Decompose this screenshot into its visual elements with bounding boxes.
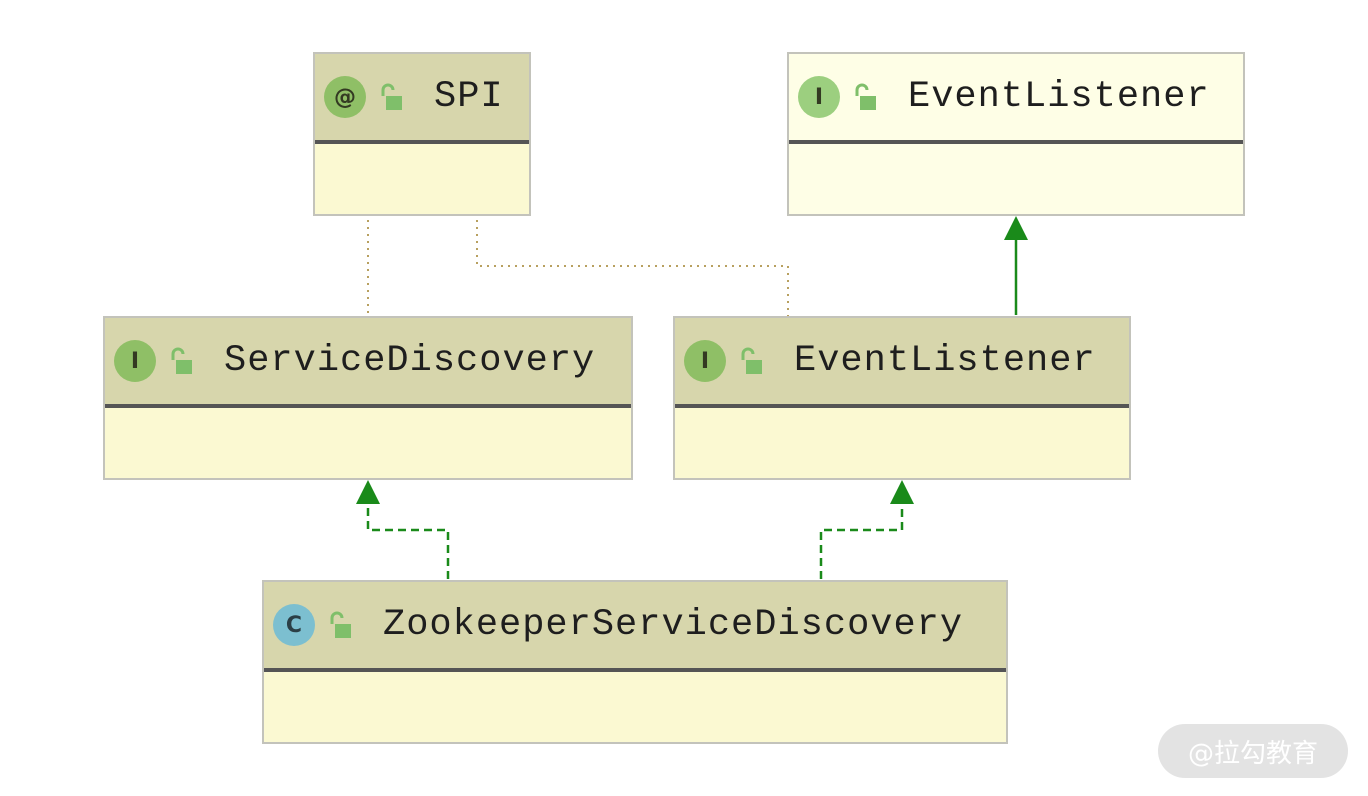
node-name: ServiceDiscovery: [224, 340, 596, 382]
node-name: EventListener: [794, 340, 1096, 382]
interface-icon: I: [114, 340, 156, 382]
class-icon: C: [273, 604, 315, 646]
node-service-discovery-header: I ServiceDiscovery: [105, 318, 631, 408]
node-name: ZookeeperServiceDiscovery: [383, 604, 964, 646]
node-service-discovery[interactable]: I ServiceDiscovery: [103, 316, 633, 480]
watermark: @拉勾教育: [1158, 724, 1348, 778]
interface-icon: I: [798, 76, 840, 118]
extends-arrowhead: [1004, 216, 1028, 240]
node-service-discovery-body: [105, 408, 631, 478]
unlocked-icon: [330, 611, 351, 638]
node-event-listener-top[interactable]: I EventListener: [787, 52, 1245, 216]
node-spi[interactable]: @ SPI: [313, 52, 531, 216]
implements-edge-service-discovery: [366, 502, 450, 579]
node-zookeeper-service-discovery-header: C ZookeeperServiceDiscovery: [264, 582, 1006, 672]
node-zookeeper-service-discovery[interactable]: C ZookeeperServiceDiscovery: [262, 580, 1008, 744]
node-event-listener-top-body: [789, 144, 1243, 214]
node-spi-body: [315, 144, 529, 214]
node-event-listener-body: [675, 408, 1129, 478]
node-name: SPI: [434, 76, 504, 118]
node-spi-header: @ SPI: [315, 54, 529, 144]
implements-arrowhead-service-discovery: [356, 480, 380, 504]
node-event-listener-header: I EventListener: [675, 318, 1129, 408]
node-zookeeper-service-discovery-body: [264, 672, 1006, 742]
unlocked-icon: [741, 347, 762, 374]
interface-icon: I: [684, 340, 726, 382]
node-name: EventListener: [908, 76, 1210, 118]
annotation-icon: @: [324, 76, 366, 118]
implements-edge-event-listener: [819, 502, 904, 579]
unlocked-icon: [855, 83, 876, 110]
node-event-listener-top-header: I EventListener: [789, 54, 1243, 144]
node-event-listener[interactable]: I EventListener: [673, 316, 1131, 480]
unlocked-icon: [381, 83, 402, 110]
unlocked-icon: [171, 347, 192, 374]
annotation-link-event-listener: [476, 220, 789, 316]
implements-arrowhead-event-listener: [890, 480, 914, 504]
